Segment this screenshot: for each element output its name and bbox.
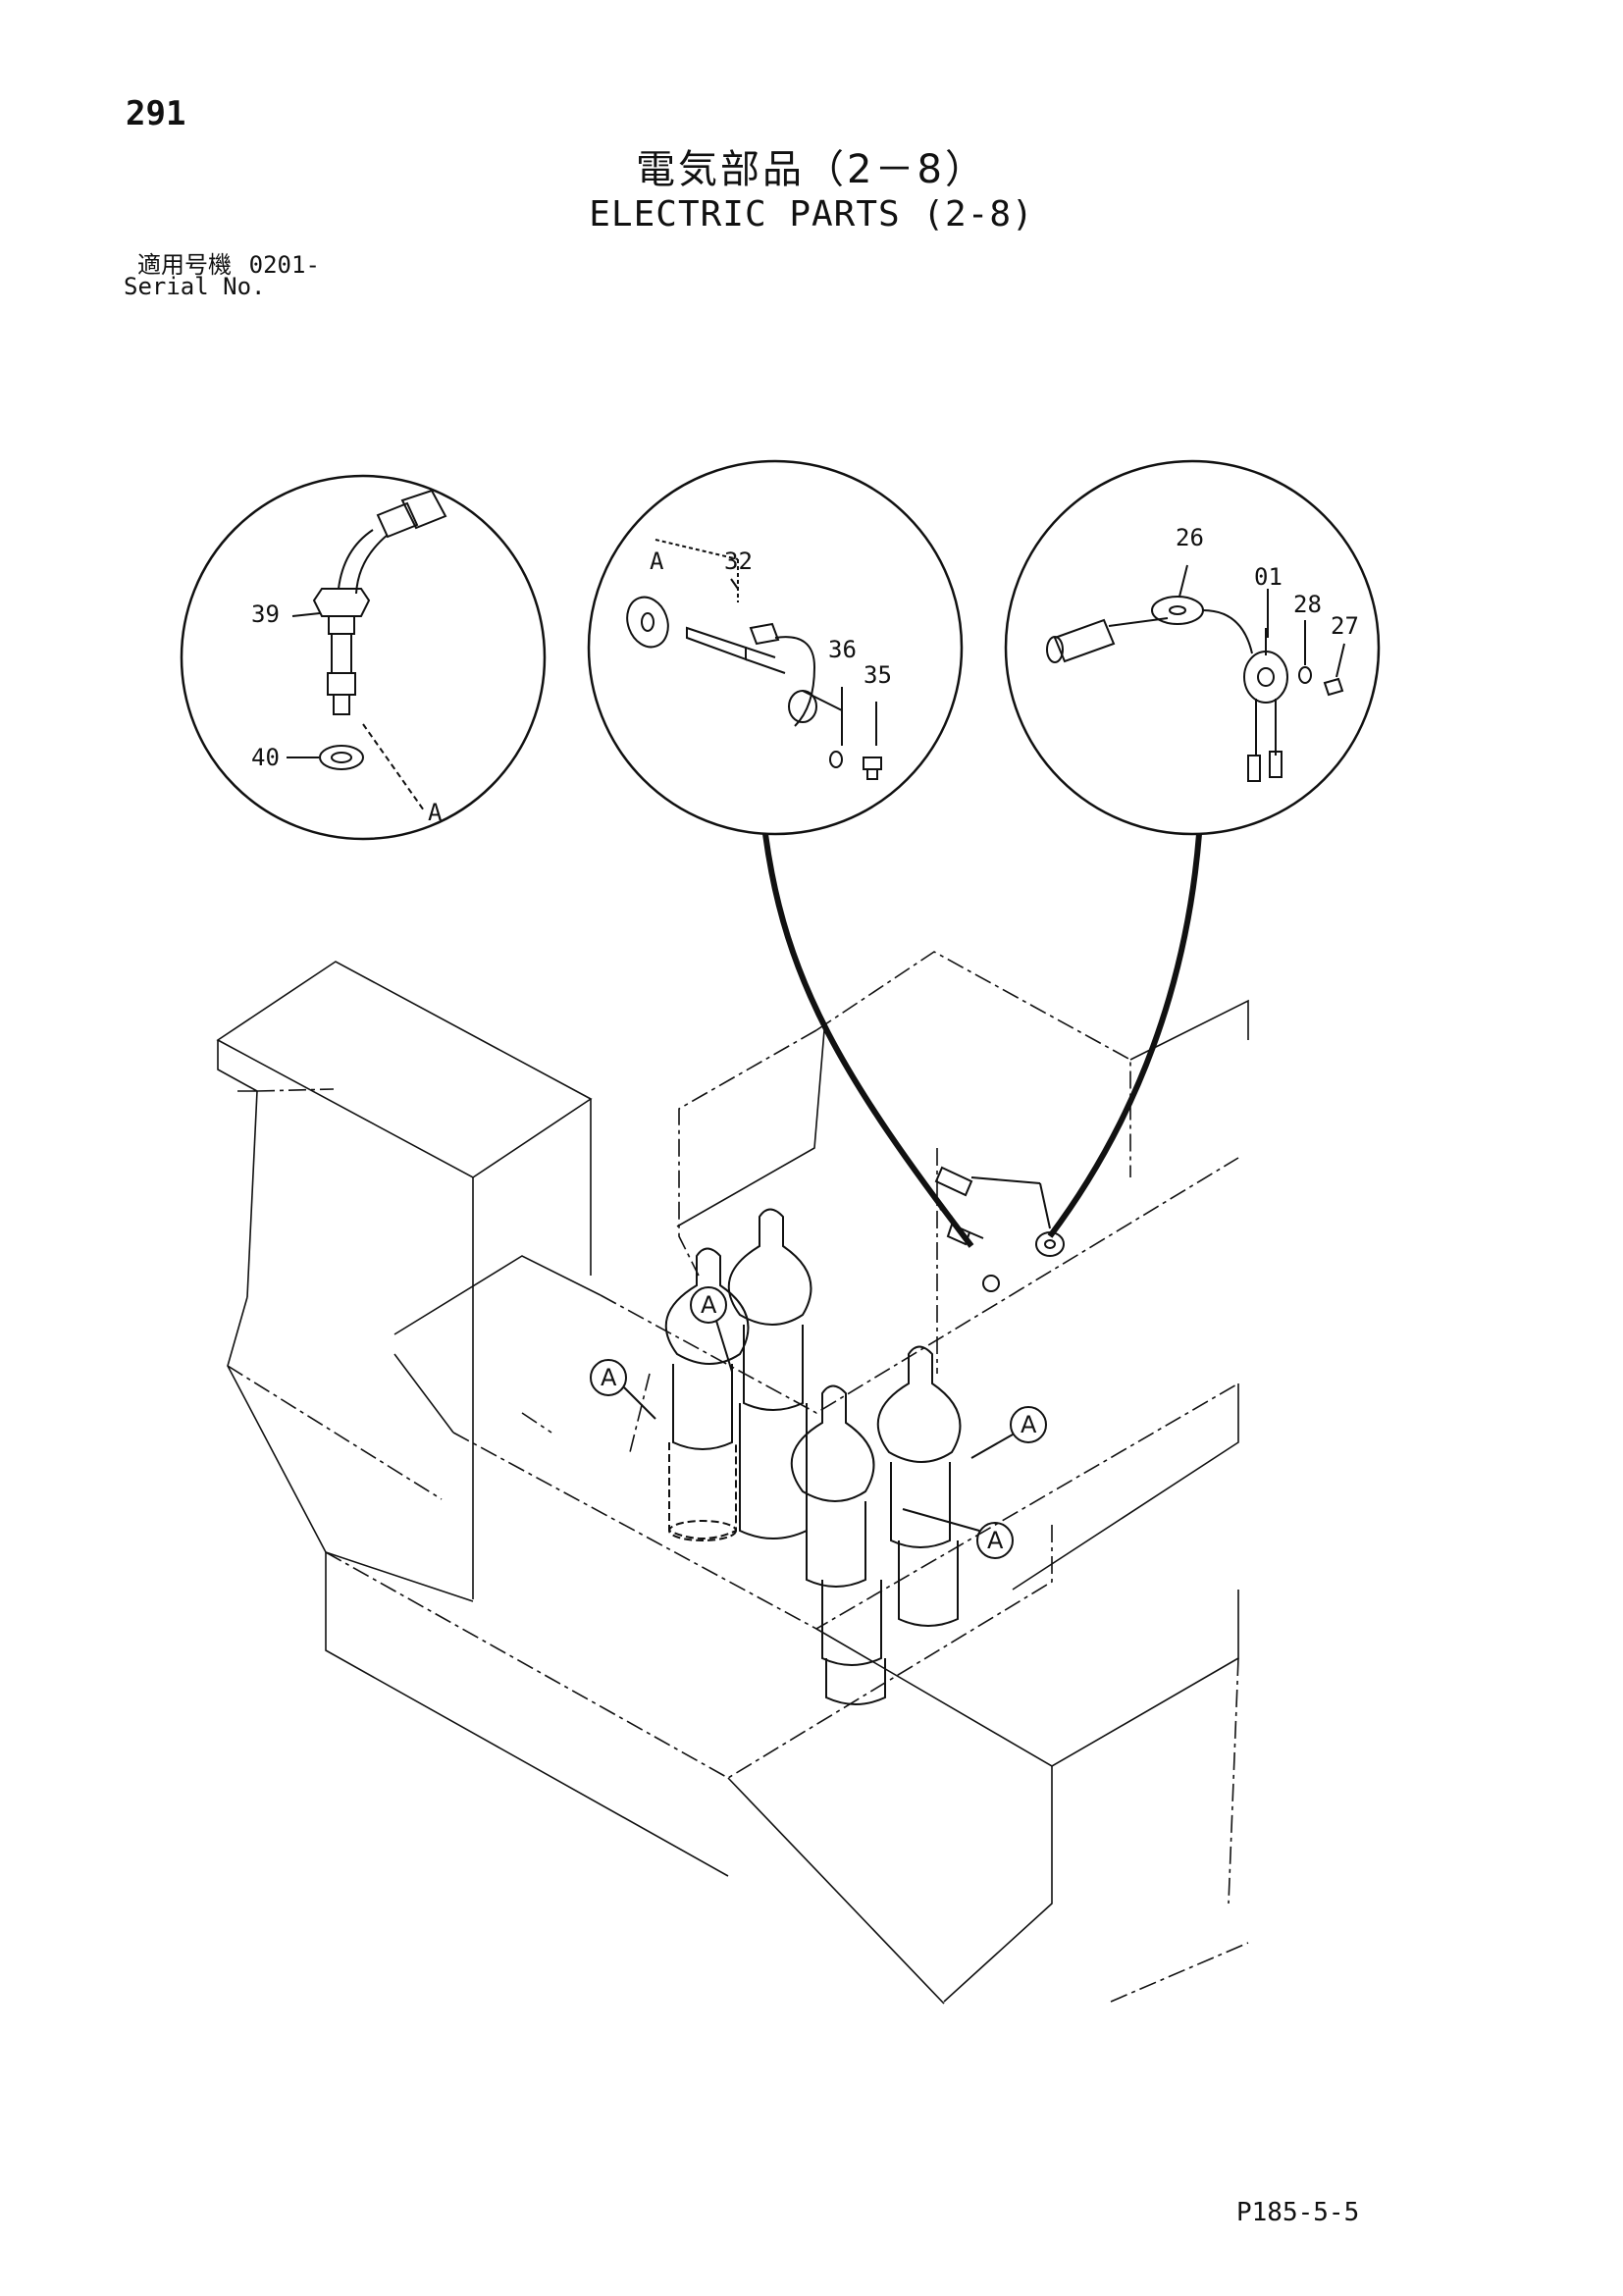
label-ref-a-middle: A [650,548,664,575]
label-part-32: 32 [724,548,753,575]
page-title-english: ELECTRIC PARTS (2-8) [589,194,1034,235]
label-ref-a-left: A [428,799,443,826]
label-part-36: 36 [828,636,857,663]
serial-label-english: Serial No. [124,273,266,300]
page-title-japanese: 電気部品（2－8） [636,147,987,192]
label-part-28: 28 [1293,591,1322,618]
solenoid-valve-group [664,1208,962,1705]
leader-line-middle [762,833,974,1248]
callout-a-2: A [601,1364,617,1391]
label-part-01: 01 [1254,563,1283,591]
drawing-code: P185-5-5 [1236,2198,1360,2227]
callout-a-3: A [1021,1411,1037,1438]
label-part-39: 39 [251,600,280,628]
sensor-parts-installed [934,1166,1065,1292]
detail-circle-middle [587,459,964,836]
detail-circle-right [1004,459,1381,836]
machine-housing [216,951,1249,2005]
serial-label-jp-text: 適用号機 [137,251,232,279]
label-part-26: 26 [1176,524,1204,551]
callouts [590,1286,1047,1559]
serial-label-japanese: 適用号機 0201- [137,245,320,280]
label-part-27: 27 [1331,612,1359,640]
serial-value: 0201- [248,251,320,279]
callout-a-4: A [987,1527,1004,1554]
callout-a-1: A [701,1291,717,1319]
label-part-35: 35 [864,661,892,689]
page-number: 291 [126,94,186,133]
detail-circle-left [180,474,547,841]
leader-line-right [1047,833,1202,1238]
label-part-40: 40 [251,744,280,771]
